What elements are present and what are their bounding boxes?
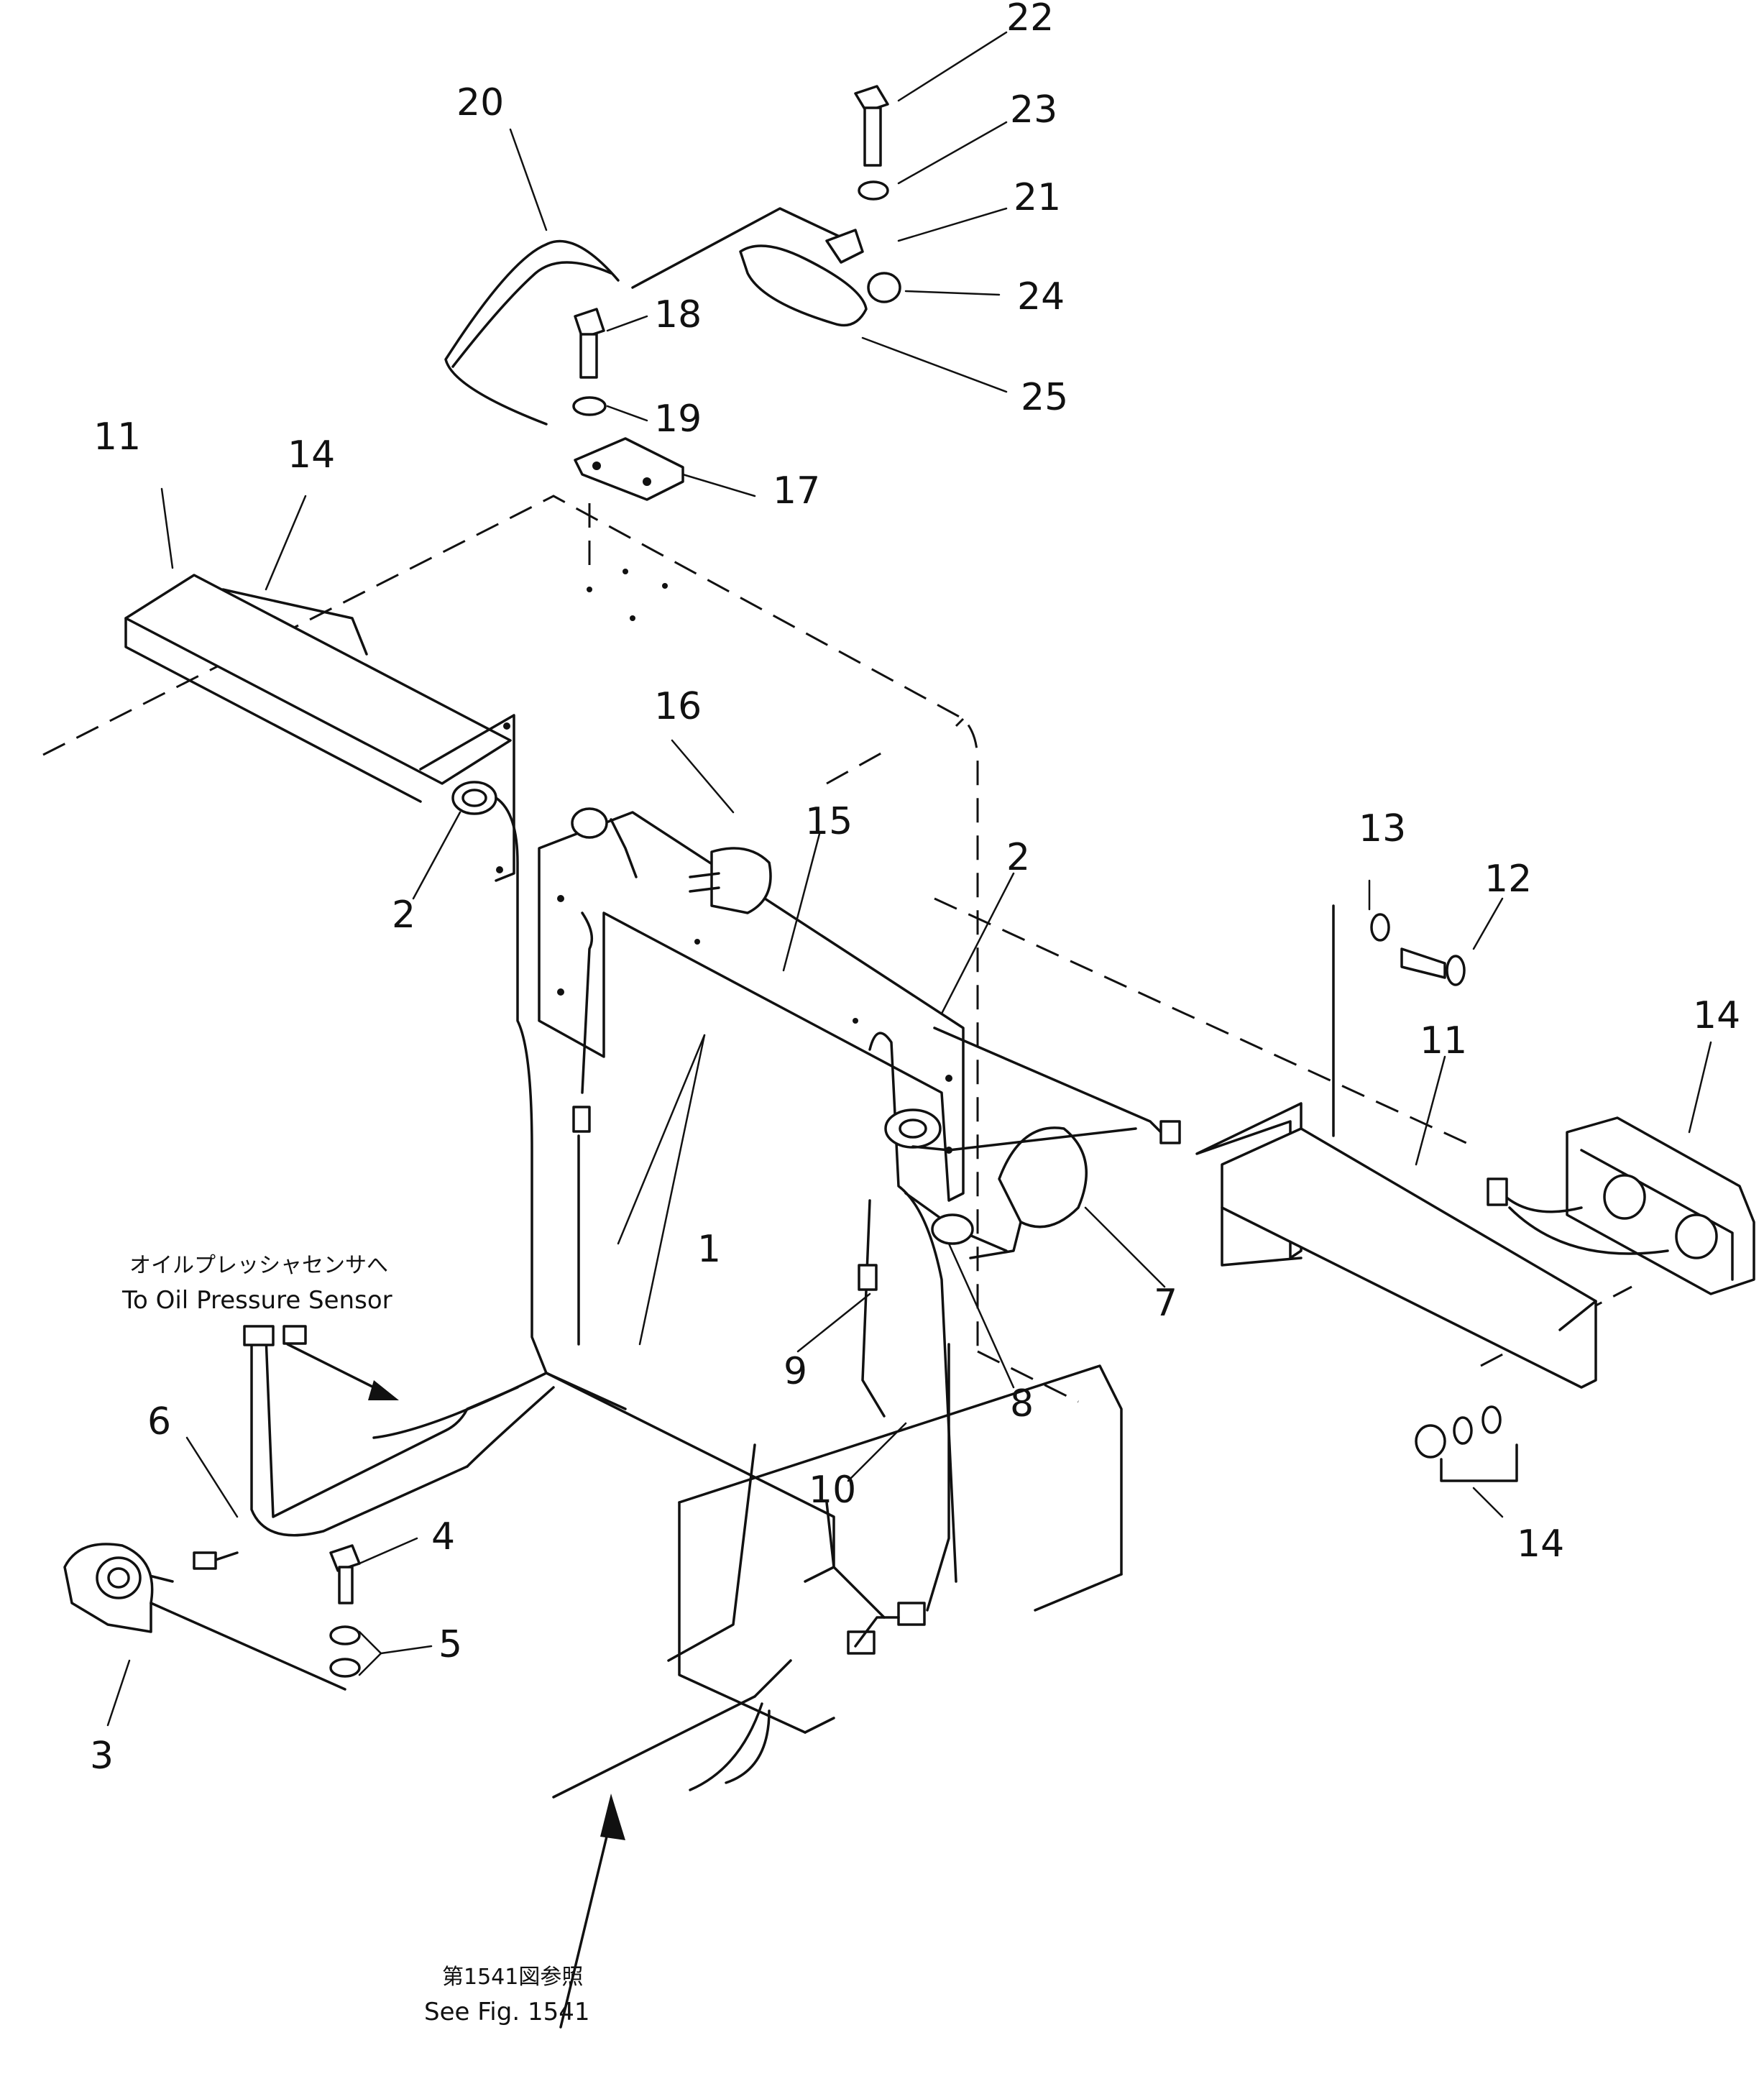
- callout-4: 4: [431, 1515, 455, 1558]
- center-panel: [538, 811, 965, 1202]
- callouts: 22 23 21 24 25 20 18 19 17 11 14 16 15 2…: [90, 0, 1740, 1778]
- callout-17: 17: [773, 469, 820, 513]
- callout-23: 23: [1010, 88, 1057, 132]
- callout-14-left: 14: [288, 433, 335, 477]
- callout-6: 6: [147, 1400, 171, 1443]
- callout-7: 7: [1154, 1282, 1177, 1325]
- callout-5: 5: [438, 1623, 462, 1666]
- step-box: [678, 1364, 1123, 1734]
- callout-14-right: 14: [1693, 994, 1740, 1037]
- callout-13: 13: [1359, 807, 1406, 850]
- callout-22: 22: [1006, 0, 1054, 40]
- callout-3: 3: [90, 1735, 114, 1778]
- callout-25: 25: [1021, 376, 1068, 419]
- callout-19: 19: [654, 398, 702, 441]
- callout-16: 16: [654, 685, 702, 728]
- oil-pressure-wire: [63, 1325, 519, 1691]
- callout-24: 24: [1017, 275, 1065, 318]
- callout-2-left: 2: [392, 894, 415, 937]
- callout-9: 9: [784, 1350, 807, 1393]
- left-fender-bar: [124, 574, 515, 882]
- callout-21: 21: [1014, 176, 1061, 219]
- note-oil-sensor-jp: オイルプレッシャセンサへ: [129, 1253, 388, 1278]
- callout-15: 15: [805, 800, 853, 843]
- leader-lines: [106, 31, 1712, 2029]
- note-see-fig-en: See Fig. 1541: [424, 1998, 589, 2026]
- work-lamp: [969, 1126, 1088, 1259]
- callout-14-bottom: 14: [1517, 1523, 1564, 1566]
- callout-20: 20: [456, 81, 504, 124]
- callout-10: 10: [809, 1469, 856, 1512]
- callout-12: 12: [1484, 858, 1532, 901]
- callout-18: 18: [654, 293, 702, 336]
- wiring-harness: [372, 796, 1181, 1799]
- callout-11-left: 11: [93, 415, 141, 459]
- callout-1: 1: [697, 1228, 721, 1271]
- notes: オイルプレッシャセンサへ To Oil Pressure Sensor 第154…: [121, 1253, 589, 2026]
- note-oil-sensor-en: To Oil Pressure Sensor: [121, 1286, 392, 1315]
- callout-2-right: 2: [1006, 836, 1030, 879]
- right-fender-bar: [1195, 904, 1597, 1389]
- fasteners: [329, 85, 1518, 1678]
- callout-8: 8: [1010, 1382, 1034, 1425]
- note-see-fig-jp: 第1541図参照: [442, 1965, 583, 1990]
- callout-11-right: 11: [1420, 1019, 1467, 1062]
- right-lamp: [1487, 1116, 1755, 1295]
